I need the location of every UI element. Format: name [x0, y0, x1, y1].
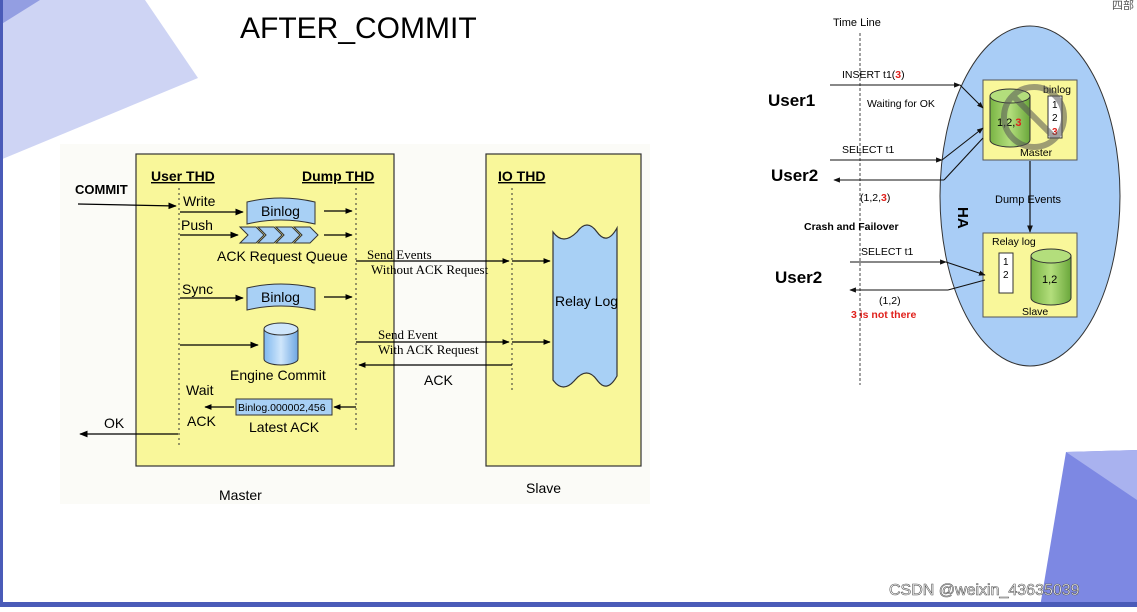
dump-events-label: Dump Events — [995, 194, 1062, 206]
binlog-label-1: Binlog — [261, 203, 300, 219]
right-diagram: Time Line HA 1,2,3 binlog 1 2 3 Master D… — [758, 10, 1137, 392]
ha-label: HA — [954, 207, 971, 229]
slave-to-result2-arrow — [947, 279, 986, 291]
master-caption: Master — [219, 487, 262, 503]
decor-triangle-bottom-right — [1040, 450, 1137, 607]
prohibited-icon — [1001, 84, 1067, 150]
select1-to-master-arrow — [941, 127, 984, 161]
send-events-line1: Send Events — [367, 247, 432, 262]
select2-to-slave-arrow — [945, 261, 986, 276]
user-thd-label: User THD — [151, 168, 215, 184]
left-bar — [0, 0, 3, 607]
latest-ack-box — [235, 398, 333, 416]
ack-queue-label: ACK Request Queue — [217, 248, 348, 264]
binlog-banner-2 — [246, 283, 316, 311]
ok-label: OK — [104, 415, 125, 431]
dump-thd-label: Dump THD — [302, 168, 374, 184]
result2-label: (1,2) — [879, 295, 901, 307]
bottom-bar — [0, 602, 1137, 607]
time-line-label: Time Line — [833, 17, 881, 29]
user-ack-label: ACK — [187, 413, 216, 429]
send-events-line2: Without ACK Request — [371, 262, 489, 277]
master-to-result1-arrow — [943, 137, 984, 181]
insert-label: INSERT t1(3) — [842, 69, 905, 81]
slave-relay-file — [998, 252, 1014, 294]
master-box-label: Master — [1020, 147, 1053, 159]
master-db-text: 1,2,3 — [997, 117, 1021, 129]
commit-arrow — [77, 202, 177, 210]
binlog-banner-1 — [246, 197, 316, 225]
select1-label: SELECT t1 — [842, 144, 894, 156]
master-binlog-row3: 3 — [1052, 127, 1058, 138]
engine-commit-label: Engine Commit — [230, 367, 326, 383]
crash-label: Crash and Failover — [804, 221, 899, 233]
waiting-label: Waiting for OK — [867, 98, 935, 110]
relay-log-shape — [552, 224, 618, 388]
commit-label: COMMIT — [75, 182, 128, 197]
wait-label: Wait — [186, 382, 214, 398]
relay-log-label: Relay Log — [555, 293, 618, 309]
slave-relay-row2: 2 — [1003, 270, 1009, 281]
user1-label: User1 — [768, 91, 815, 110]
result1-label: (1,2,3) — [860, 192, 890, 204]
slave-relay-row1: 1 — [1003, 257, 1009, 268]
slave-db-text: 1,2 — [1042, 274, 1057, 286]
master-binlog-row1: 1 — [1052, 100, 1058, 111]
slide-title: AFTER_COMMIT — [240, 12, 477, 45]
push-label: Push — [181, 217, 213, 233]
write-label: Write — [183, 193, 216, 209]
master-binlog-row2: 2 — [1052, 113, 1058, 124]
ack-queue-chevrons — [238, 226, 319, 244]
decor-triangle-top-left — [0, 0, 198, 160]
select2-label: SELECT t1 — [861, 246, 913, 258]
binlog-label-2: Binlog — [261, 289, 300, 305]
latest-ack-value: Binlog.000002,456 — [238, 402, 326, 414]
send-event-line2: With ACK Request — [378, 342, 479, 357]
io-thd-label: IO THD — [498, 168, 545, 184]
watermark: CSDN @weixin_43635039 — [889, 582, 1080, 599]
corner-text: 四部 — [1112, 0, 1134, 12]
left-diagram: User THD Dump THD IO THD COMMIT Write Bi… — [60, 144, 650, 504]
ack-return-label: ACK — [424, 372, 453, 388]
decor-triangle-top-left-dark — [0, 0, 40, 25]
slave-caption: Slave — [526, 480, 561, 496]
decor-triangle-bottom-right-light — [1066, 450, 1137, 500]
slave-box-label: Slave — [1022, 306, 1048, 318]
slave-relay-log-label: Relay log — [992, 236, 1036, 248]
user2a-label: User2 — [771, 166, 818, 185]
not-there-label: 3 is not there — [851, 309, 917, 321]
slave-db-icon — [1030, 248, 1072, 306]
sync-label: Sync — [182, 281, 213, 297]
send-event-line1: Send Event — [378, 327, 438, 342]
user2b-label: User2 — [775, 268, 822, 287]
engine-db-icon — [263, 322, 299, 366]
latest-ack-label: Latest ACK — [249, 419, 320, 435]
insert-to-master-arrow — [959, 84, 984, 109]
